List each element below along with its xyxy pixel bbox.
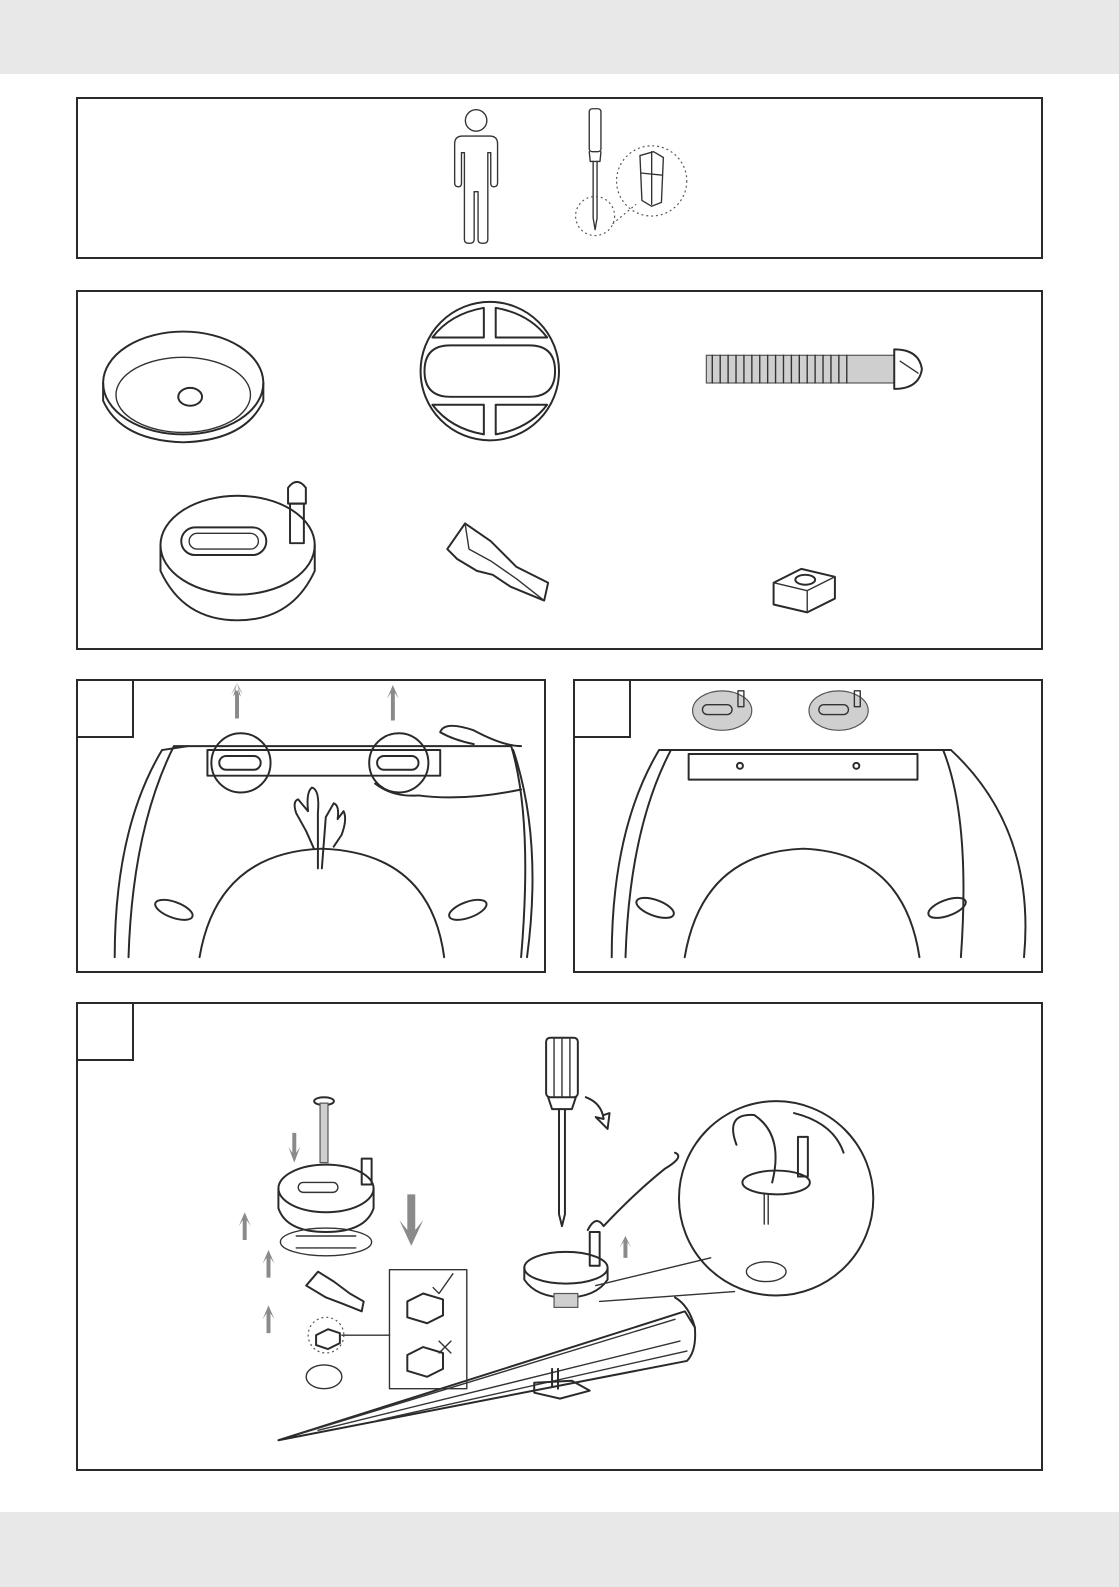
screwdriver-icon <box>576 109 636 236</box>
tools-panel <box>76 97 1043 259</box>
parts-panel <box>76 290 1043 650</box>
hinge-base-part <box>278 1159 373 1232</box>
removed-hinge-part-right <box>809 691 868 730</box>
manual-page <box>0 74 1119 1512</box>
bolt-part <box>314 1097 334 1162</box>
installed-hinge <box>524 1232 607 1307</box>
step-b-illustration <box>575 681 1041 971</box>
phillips-bit-detail-icon <box>617 146 687 216</box>
parts-illustration <box>78 292 1041 648</box>
removed-hinge-part-left <box>693 691 752 730</box>
step-panel-b <box>573 679 1043 973</box>
check-mark-icon <box>433 1274 453 1294</box>
round-washer-part <box>103 332 263 443</box>
cross-mark-icon <box>439 1341 451 1353</box>
zoom-detail-circle <box>596 1101 874 1301</box>
nut-comparison-box <box>342 1270 467 1389</box>
square-nut-part <box>308 1317 344 1353</box>
tools-illustration <box>78 99 1041 257</box>
clamp-part <box>306 1272 364 1312</box>
hinge-base-part <box>160 482 314 620</box>
person-icon <box>455 110 498 244</box>
step-c-illustration <box>78 1004 1041 1469</box>
spacer-clip-part <box>421 302 559 440</box>
clamp-part <box>447 523 548 600</box>
square-nut-part <box>774 569 835 613</box>
step-a-illustration <box>78 681 544 971</box>
step-panel-a <box>76 679 546 973</box>
bolt-part <box>706 349 922 389</box>
screwdriver-icon <box>546 1038 578 1226</box>
step-number-tab-a <box>76 679 134 738</box>
step-number-tab-b <box>573 679 631 738</box>
step-number-tab-c <box>76 1002 134 1061</box>
step-panel-c <box>76 1002 1043 1471</box>
